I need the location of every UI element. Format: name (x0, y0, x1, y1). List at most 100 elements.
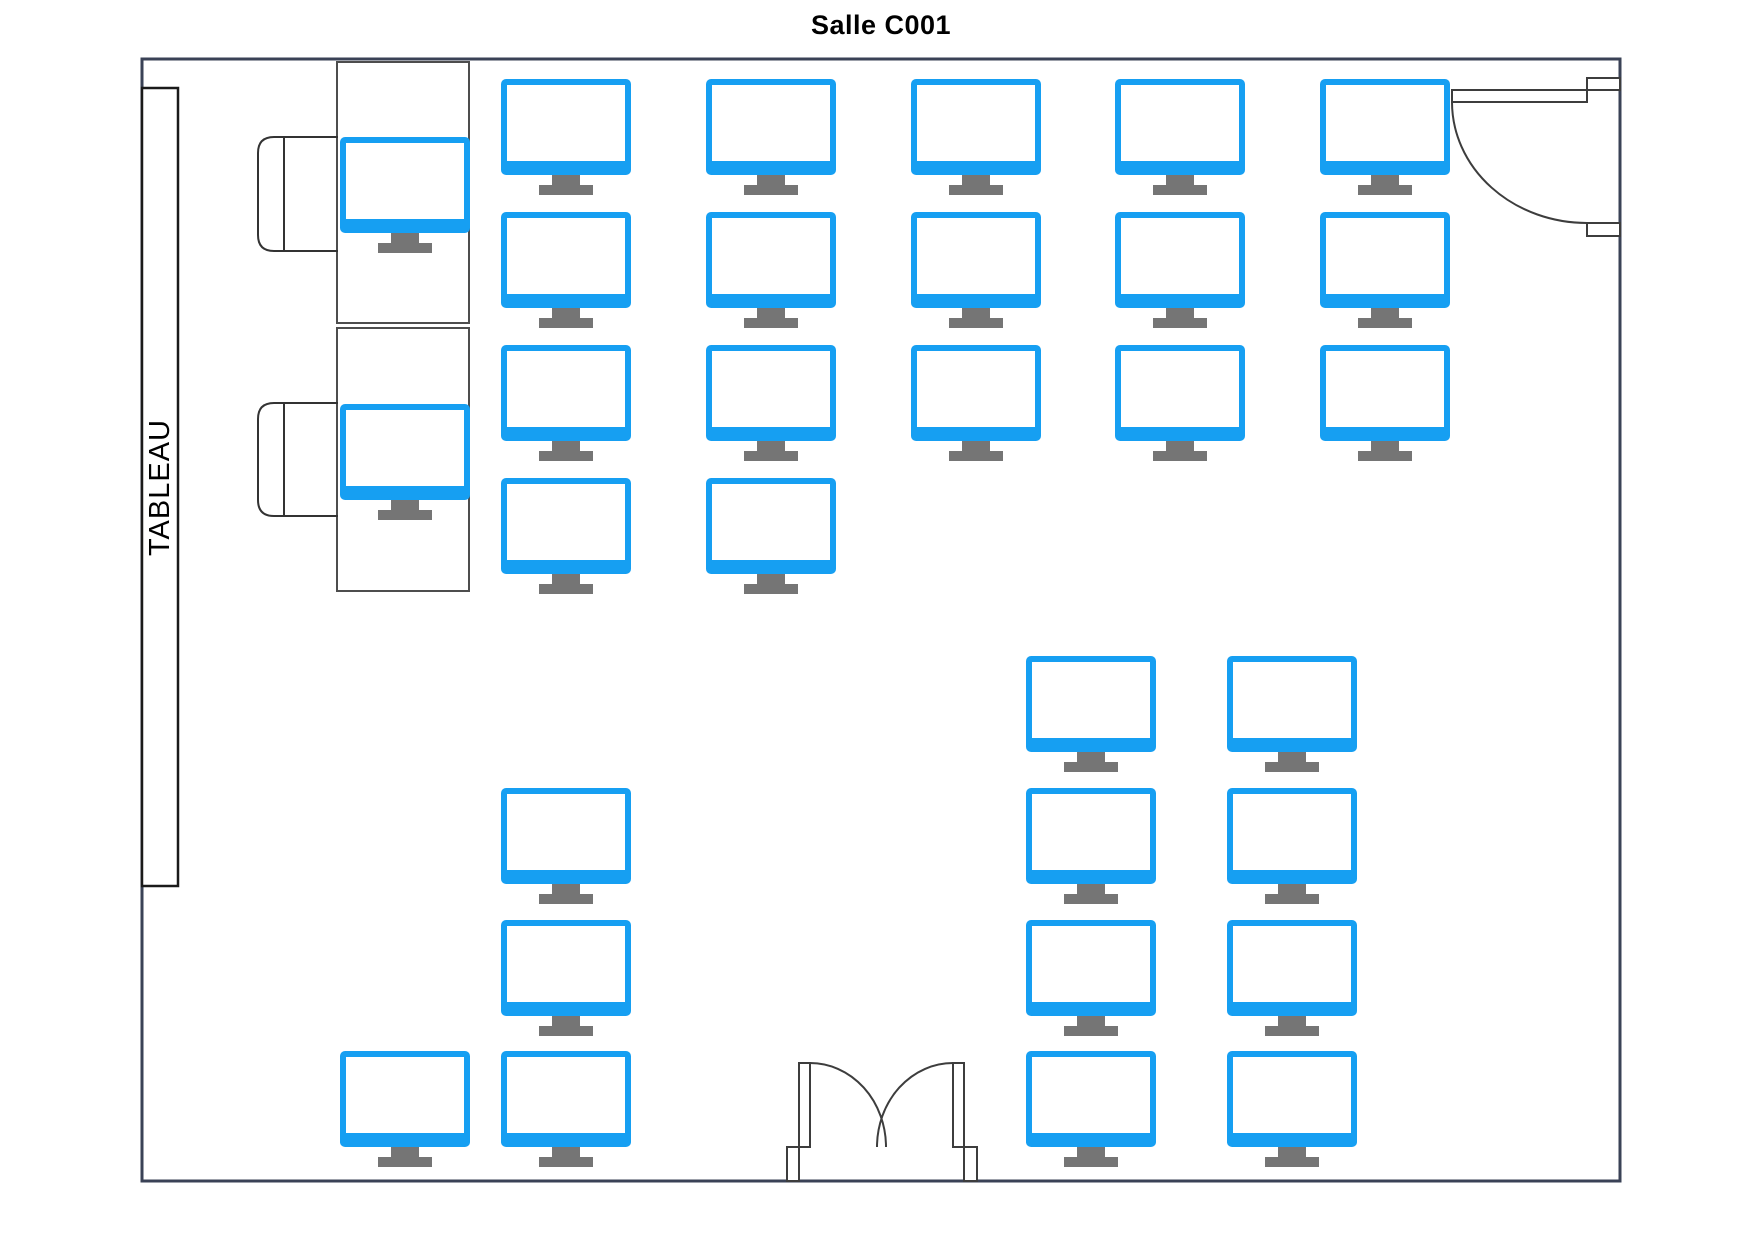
monitor-stand-neck (552, 441, 580, 451)
monitor-stand-base (949, 185, 1003, 195)
door-jamb (1586, 222, 1621, 237)
monitor-screen (712, 351, 830, 427)
monitor-stand-neck (552, 175, 580, 185)
monitor-screen (1032, 926, 1150, 1002)
tableau-board[interactable] (140, 86, 180, 888)
monitor-stand-base (744, 451, 798, 461)
monitor-stand-base (1064, 1157, 1118, 1167)
page-title: Salle C001 (810, 10, 952, 40)
door-jamb (1586, 77, 1621, 91)
monitor-stand-neck (552, 1016, 580, 1026)
monitor-stand-neck (757, 175, 785, 185)
computer-monitor-icon[interactable] (1227, 1051, 1357, 1167)
monitor-screen (1233, 926, 1351, 1002)
monitor-stand-neck (391, 1147, 419, 1157)
computer-monitor-icon[interactable] (501, 345, 631, 461)
monitor-screen (507, 85, 625, 161)
monitor-stand-base (1265, 894, 1319, 904)
monitor-stand-neck (552, 1147, 580, 1157)
computer-monitor-icon[interactable] (1115, 79, 1245, 195)
computer-monitor-icon[interactable] (1115, 212, 1245, 328)
door-leaf (952, 1062, 965, 1148)
computer-monitor-icon[interactable] (1227, 788, 1357, 904)
monitor-stand-base (1265, 762, 1319, 772)
monitor-stand-base (1064, 894, 1118, 904)
computer-monitor-icon[interactable] (1320, 212, 1450, 328)
computer-monitor-icon[interactable] (501, 212, 631, 328)
teacher-chair[interactable] (257, 402, 338, 517)
computer-monitor-icon[interactable] (1026, 920, 1156, 1036)
monitor-screen (346, 143, 464, 219)
computer-monitor-icon[interactable] (1026, 656, 1156, 772)
monitor-stand-base (949, 451, 1003, 461)
single-door[interactable] (1451, 77, 1621, 237)
computer-monitor-icon[interactable] (1227, 920, 1357, 1036)
monitor-stand-neck (1077, 1147, 1105, 1157)
monitor-stand-neck (1278, 884, 1306, 894)
computer-monitor-icon[interactable] (340, 1051, 470, 1167)
monitor-screen (1032, 1057, 1150, 1133)
door-leaf (798, 1062, 811, 1148)
monitor-stand-neck (1371, 308, 1399, 318)
monitor-screen (1326, 85, 1444, 161)
monitor-stand-neck (1278, 1016, 1306, 1026)
monitor-stand-base (744, 318, 798, 328)
computer-monitor-icon[interactable] (501, 478, 631, 594)
monitor-stand-neck (757, 574, 785, 584)
monitor-stand-base (1265, 1157, 1319, 1167)
teacher-chair[interactable] (257, 136, 338, 252)
monitor-stand-base (378, 1157, 432, 1167)
monitor-stand-base (1064, 762, 1118, 772)
monitor-stand-neck (1077, 884, 1105, 894)
computer-monitor-icon[interactable] (1115, 345, 1245, 461)
computer-monitor-icon[interactable] (911, 212, 1041, 328)
monitor-screen (1233, 1057, 1351, 1133)
monitor-stand-neck (1166, 308, 1194, 318)
monitor-stand-base (539, 1157, 593, 1167)
monitor-stand-neck (757, 441, 785, 451)
monitor-screen (507, 926, 625, 1002)
monitor-stand-base (539, 318, 593, 328)
monitor-screen (1233, 662, 1351, 738)
computer-monitor-icon[interactable] (1320, 79, 1450, 195)
monitor-stand-neck (1077, 752, 1105, 762)
monitor-stand-neck (1077, 1016, 1105, 1026)
monitor-stand-neck (962, 175, 990, 185)
monitor-stand-neck (1371, 441, 1399, 451)
monitor-screen (917, 85, 1035, 161)
computer-monitor-icon[interactable] (501, 920, 631, 1036)
monitor-screen (507, 218, 625, 294)
monitor-screen (346, 1057, 464, 1133)
monitor-stand-neck (1166, 175, 1194, 185)
computer-monitor-icon[interactable] (1227, 656, 1357, 772)
monitor-stand-neck (1278, 1147, 1306, 1157)
monitor-stand-base (539, 1026, 593, 1036)
monitor-stand-base (1153, 185, 1207, 195)
computer-monitor-icon[interactable] (706, 212, 836, 328)
monitor-screen (1121, 218, 1239, 294)
computer-monitor-icon[interactable] (501, 788, 631, 904)
double-door[interactable] (786, 1062, 978, 1182)
monitor-stand-neck (1166, 441, 1194, 451)
monitor-stand-neck (391, 233, 419, 243)
door-jamb (963, 1146, 978, 1182)
door-swing-arc (876, 1062, 954, 1148)
computer-monitor-icon[interactable] (1320, 345, 1450, 461)
computer-monitor-icon[interactable] (1026, 788, 1156, 904)
computer-monitor-icon[interactable] (1026, 1051, 1156, 1167)
monitor-stand-base (539, 185, 593, 195)
monitor-screen (1233, 794, 1351, 870)
computer-monitor-icon[interactable] (340, 404, 470, 520)
computer-monitor-icon[interactable] (911, 345, 1041, 461)
computer-monitor-icon[interactable] (706, 79, 836, 195)
monitor-stand-neck (552, 884, 580, 894)
monitor-stand-neck (1371, 175, 1399, 185)
computer-monitor-icon[interactable] (706, 478, 836, 594)
computer-monitor-icon[interactable] (706, 345, 836, 461)
computer-monitor-icon[interactable] (911, 79, 1041, 195)
computer-monitor-icon[interactable] (501, 79, 631, 195)
monitor-screen (917, 218, 1035, 294)
computer-monitor-icon[interactable] (340, 137, 470, 253)
computer-monitor-icon[interactable] (501, 1051, 631, 1167)
monitor-stand-neck (391, 500, 419, 510)
